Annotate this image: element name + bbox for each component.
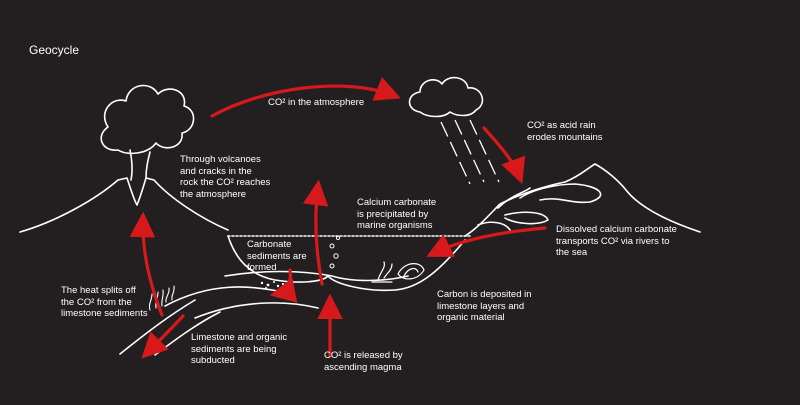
label-subducted: Limestone and organic sediments are bein…	[191, 332, 288, 366]
arrow-subduction	[141, 314, 185, 359]
rain-lines	[440, 119, 500, 185]
bubbles	[329, 235, 341, 269]
label-heat-splits: The heat splits off the CO² from the lim…	[61, 285, 148, 319]
rain-cloud-icon	[408, 76, 484, 118]
arrow-sediment	[269, 268, 298, 303]
label-carbonate-sediments: Carbonate sediments are formed	[247, 239, 307, 273]
arrow-to-atmosphere	[210, 76, 401, 118]
page-title: Geocycle	[29, 43, 80, 57]
label-volcanoes: Through volcanoes and cracks in the rock…	[180, 154, 271, 200]
arrow-precipitation	[302, 179, 329, 286]
smoke-cloud-icon	[100, 84, 195, 155]
volcano-icon	[19, 149, 229, 233]
arrow-river-to-sea	[426, 226, 547, 257]
label-magma: CO² is released by ascending magma	[324, 350, 403, 373]
arrow-volcano-up	[129, 211, 164, 317]
label-atmosphere: CO² in the atmosphere	[268, 97, 365, 108]
arrow-acid-rain	[482, 126, 526, 184]
shell-icon	[371, 261, 425, 283]
sediment-specks	[260, 281, 285, 289]
mountain-icon	[464, 163, 701, 237]
label-dissolved-calcium: Dissolved calcium carbonate transports C…	[556, 224, 677, 258]
cycle-arrows	[129, 76, 547, 359]
label-acid-rain: CO² as acid rain erodes mountains	[527, 120, 603, 143]
label-calcium-precipitated: Calcium carbonate is precipitated by mar…	[357, 197, 437, 231]
label-deposited: Carbon is deposited in limestone layers …	[437, 289, 532, 323]
